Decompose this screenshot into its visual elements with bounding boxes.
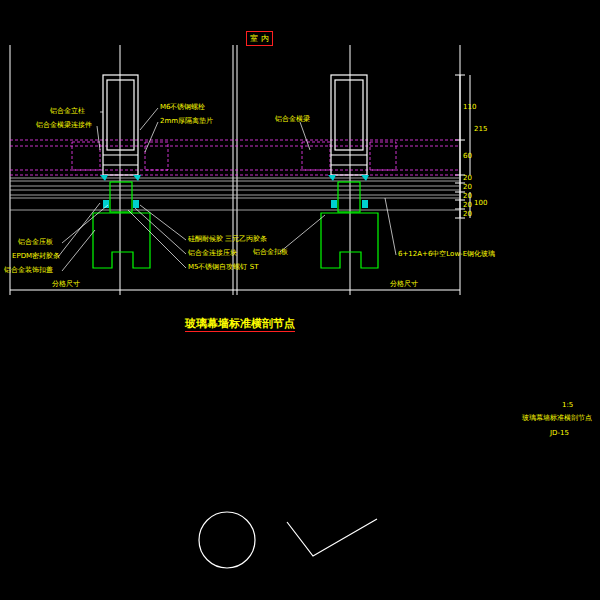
room-label: 室 内 (250, 34, 269, 43)
part-label: 20 (463, 202, 472, 210)
part-label: 20 (463, 211, 472, 219)
part-label: 110 (463, 104, 476, 112)
part-label: 1:5 (562, 402, 573, 410)
part-label: 铝合金连接压块 (188, 250, 237, 258)
part-label: EPDM密封胶条 (12, 253, 60, 261)
part-label: 铝合金横梁连接件 (36, 122, 92, 130)
part-label: 20 (463, 184, 472, 192)
part-label: 铝合金扣板 (253, 249, 288, 257)
part-label: 分格尺寸 (390, 281, 418, 289)
part-label: 20 (463, 175, 472, 183)
part-label: 铝合金压板 (18, 239, 53, 247)
part-label: M6不锈钢螺栓 (160, 104, 206, 112)
part-label: 6+12A+6中空Low-E钢化玻璃 (398, 251, 495, 259)
room-tag: 室 内 (246, 31, 273, 46)
part-label: 铝合金横梁 (275, 116, 310, 124)
part-label: 100 (474, 200, 487, 208)
part-label: M5不锈钢自攻螺钉 ST (188, 264, 258, 272)
part-label: 铝合金装饰扣盖 (4, 267, 53, 275)
part-label: 硅酮耐候胶 三元乙丙胶条 (188, 236, 267, 244)
part-label: 20 (463, 193, 472, 201)
part-label: 215 (474, 126, 487, 134)
part-label: 分格尺寸 (52, 281, 80, 289)
part-label: 60 (463, 153, 472, 161)
part-label: 铝合金立柱 (50, 108, 85, 116)
part-label: JD-15 (550, 430, 569, 438)
drawing-title: 玻璃幕墙标准横剖节点 (185, 316, 295, 332)
part-label: 玻璃幕墙标准横剖节点 (522, 415, 592, 423)
part-label: 2mm厚隔离垫片 (160, 118, 213, 126)
